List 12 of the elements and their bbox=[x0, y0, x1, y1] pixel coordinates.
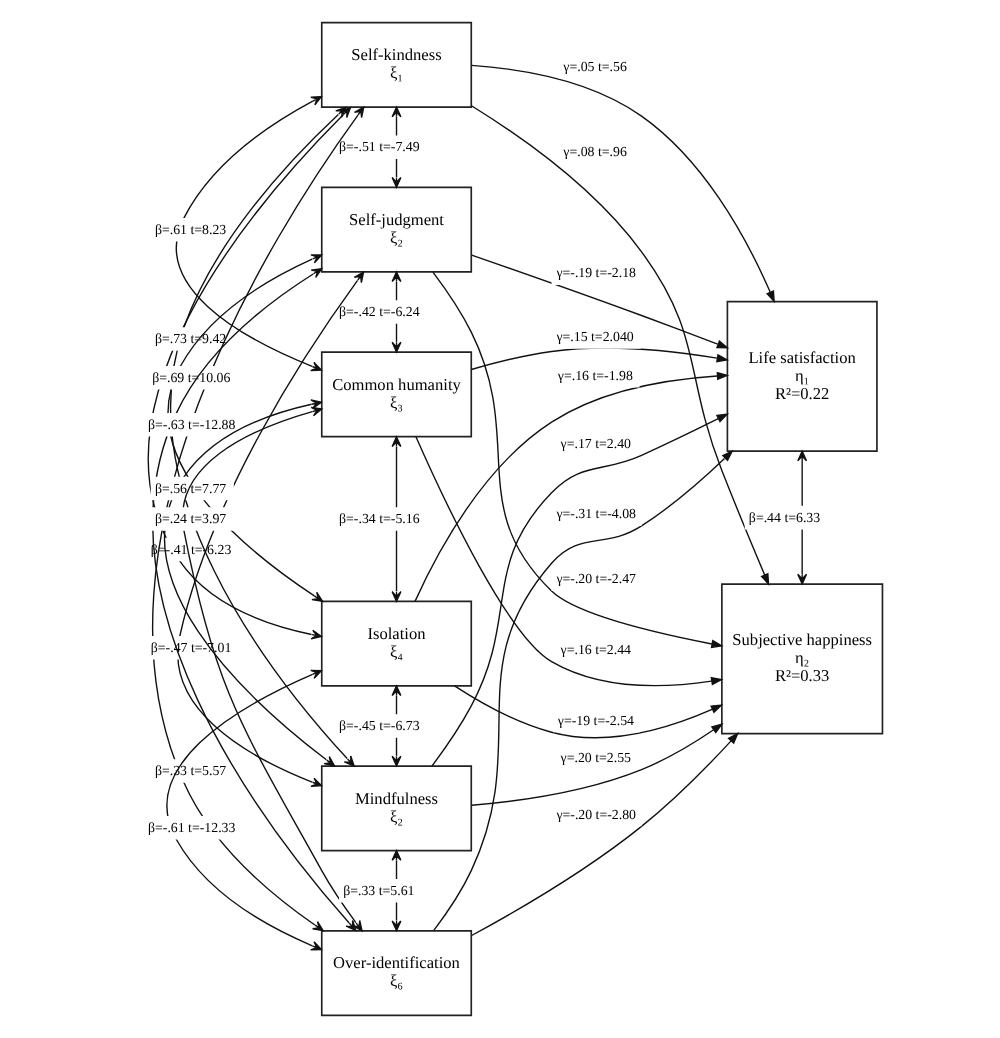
arrow bbox=[432, 271, 724, 649]
arrow bbox=[175, 95, 323, 372]
arrow bbox=[470, 723, 724, 806]
arrow bbox=[164, 399, 336, 767]
arrow bbox=[433, 449, 734, 932]
arrow bbox=[470, 64, 775, 304]
arrow bbox=[415, 436, 724, 687]
arrow bbox=[414, 371, 730, 603]
arrow bbox=[431, 413, 729, 767]
arrow bbox=[453, 685, 724, 739]
arrow bbox=[470, 732, 740, 937]
arrow bbox=[177, 271, 365, 788]
